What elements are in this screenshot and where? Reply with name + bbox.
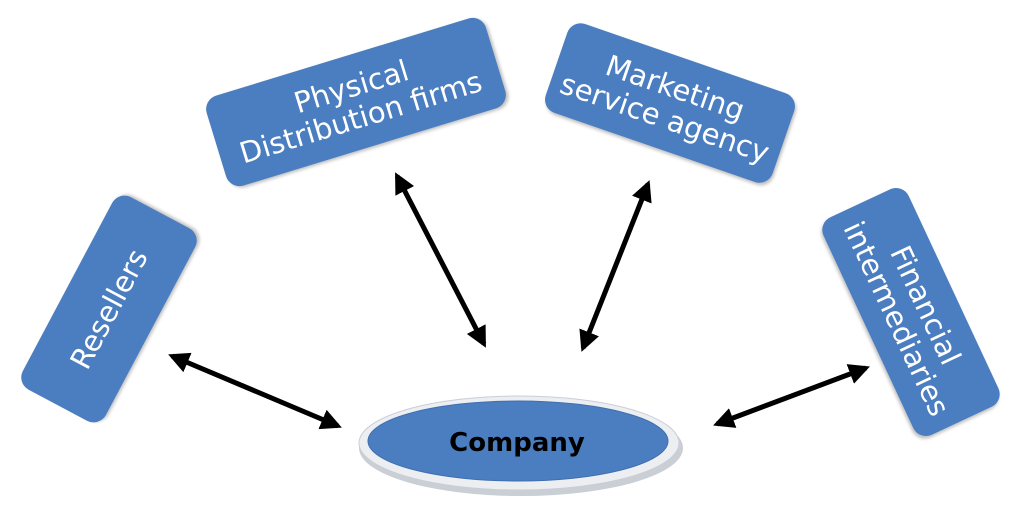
company-ellipse [358, 395, 683, 496]
company-label: Company [449, 428, 585, 458]
arrow-company-marketing-service [579, 180, 652, 352]
arrow-company-resellers [168, 352, 342, 430]
arrow-company-financial [713, 364, 870, 428]
arrow-company-physical-distribution [394, 172, 487, 348]
